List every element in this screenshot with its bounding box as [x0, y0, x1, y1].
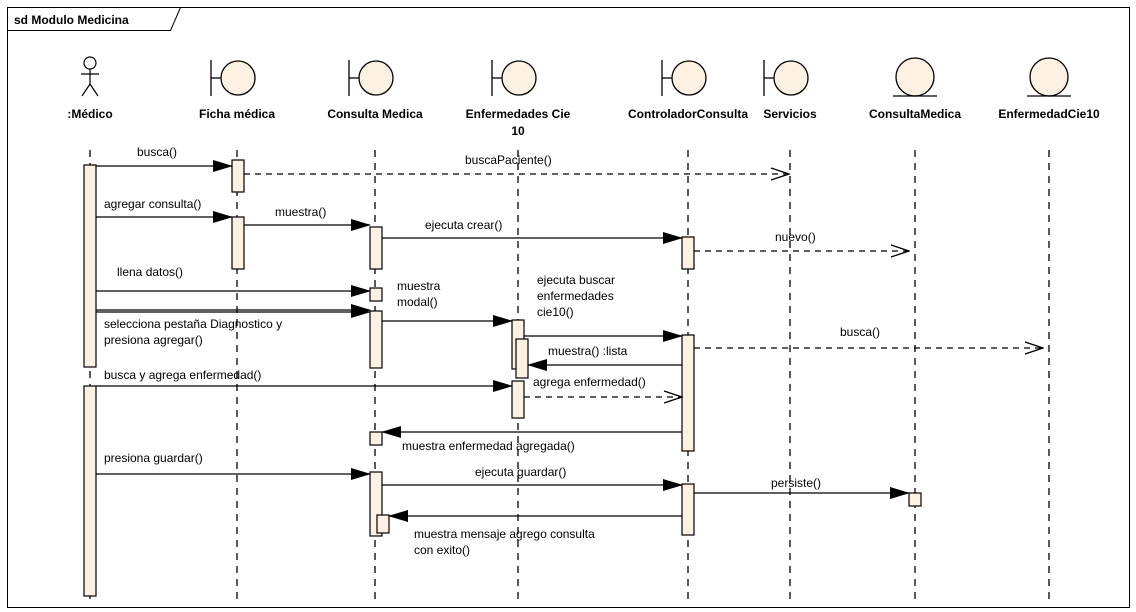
message-11: ejecuta buscar enfermedades cie10(): [524, 273, 683, 342]
lifeline-name: :Médico: [67, 107, 112, 121]
lifeline-name: Ficha médica: [199, 107, 275, 121]
activation-bar: [231, 216, 245, 270]
message-label: modal(): [397, 295, 438, 309]
message-9: selecciona pestaña Diagnostico y presiona…: [96, 306, 371, 347]
message-label: busca y agrega enfermedad(): [104, 368, 261, 382]
message-3: agregar consulta(): [96, 197, 233, 223]
boundary-icon: [661, 60, 707, 96]
message-label: muestra: [397, 279, 441, 293]
frame-tab: [7, 7, 181, 31]
message-20: muestra mensaje agrego consulta con exito…: [388, 510, 682, 557]
entity-icon: [1027, 57, 1071, 97]
message-12: busca(): [694, 325, 1043, 348]
activation-bar: [369, 310, 383, 369]
activation-bar: [681, 334, 695, 452]
message-label: busca(): [137, 145, 177, 159]
message-6: nuevo(): [694, 230, 909, 251]
message-label: con exito(): [414, 543, 470, 557]
activation-bar: [83, 164, 97, 368]
message-13: muestra() :lista: [527, 344, 682, 371]
message-2: buscaPaciente(): [244, 153, 789, 174]
message-1: busca(): [96, 145, 233, 172]
activation-bar: [515, 338, 529, 379]
message-label: ejecuta guardar(): [475, 465, 566, 479]
lifeline-name: Enfermedades Cie: [466, 107, 571, 121]
message-label: ejecuta crear(): [425, 218, 502, 232]
boundary-icon: [210, 60, 256, 96]
message-label: nuevo(): [775, 230, 816, 244]
activation-bar: [511, 380, 525, 419]
actor-icon: [81, 56, 99, 97]
boundary-icon: [763, 60, 809, 96]
message-16: muestra enfermedad agregada(): [381, 426, 682, 453]
boundary-icon: [491, 60, 537, 96]
activation-bar: [369, 431, 383, 446]
message-17: presiona guardar(): [96, 451, 371, 480]
message-label: cie10(): [537, 305, 574, 319]
boundary-icon: [348, 60, 394, 96]
message-14: busca y agrega enfermedad(): [96, 368, 513, 392]
activation-bar: [369, 226, 383, 270]
message-label: agrega enfermedad(): [533, 375, 646, 389]
message-label: ejecuta buscar: [537, 273, 615, 287]
message-label: agregar consulta(): [104, 197, 201, 211]
lifeline-name-line2: 10: [511, 124, 525, 138]
message-label: llena datos(): [117, 265, 183, 279]
activation-bar: [369, 287, 383, 302]
activation-bar: [376, 514, 390, 534]
message-7: llena datos(): [96, 265, 371, 297]
lifeline-ficha: Ficha médica: [199, 60, 275, 600]
message-label: muestra enfermedad agregada(): [402, 439, 575, 453]
activation-bar: [681, 236, 695, 270]
lifeline-enfEntity: EnfermedadCie10: [998, 57, 1100, 600]
entity-icon: [893, 57, 937, 97]
lifeline-cmEntity: ConsultaMedica: [869, 57, 961, 600]
message-label: persiste(): [771, 476, 821, 490]
lifeline-name: ConsultaMedica: [869, 107, 961, 121]
message-4: muestra(): [244, 205, 371, 231]
activation-bar: [908, 492, 922, 507]
diagram-frame: sd Modulo Medicina: [7, 7, 1130, 608]
lifeline-name: Consulta Medica: [327, 107, 423, 121]
message-label: enfermedades: [537, 289, 614, 303]
message-label: selecciona pestaña Diagnostico y: [104, 317, 282, 331]
lifeline-consulta: Consulta Medica: [327, 60, 423, 600]
lifeline-name: ControladorConsulta: [628, 107, 748, 121]
message-label: presiona guardar(): [104, 451, 203, 465]
frame-title: sd Modulo Medicina: [14, 13, 129, 27]
message-15: agrega enfermedad(): [524, 375, 682, 397]
activation-bar: [83, 385, 97, 597]
frame-border: [7, 7, 1130, 608]
lifeline-serv: Servicios: [763, 60, 817, 600]
message-label: muestra(): [275, 205, 326, 219]
message-label: buscaPaciente(): [465, 153, 552, 167]
activation-bar: [231, 159, 245, 193]
lifeline-name: Servicios: [763, 107, 817, 121]
lifeline-name: EnfermedadCie10: [998, 107, 1100, 121]
message-label: presiona agregar(): [104, 333, 203, 347]
lifeline-medico: :Médico: [67, 56, 113, 600]
activation-bar: [681, 483, 695, 536]
message-label: busca(): [840, 325, 880, 339]
message-5: ejecuta crear(): [382, 218, 683, 244]
message-label: muestra() :lista: [548, 344, 628, 358]
message-18: ejecuta guardar(): [382, 465, 683, 491]
message-19: persiste(): [694, 476, 910, 499]
message-label: muestra mensaje agrego consulta: [414, 527, 595, 541]
message-8: muestra modal(): [96, 279, 441, 316]
